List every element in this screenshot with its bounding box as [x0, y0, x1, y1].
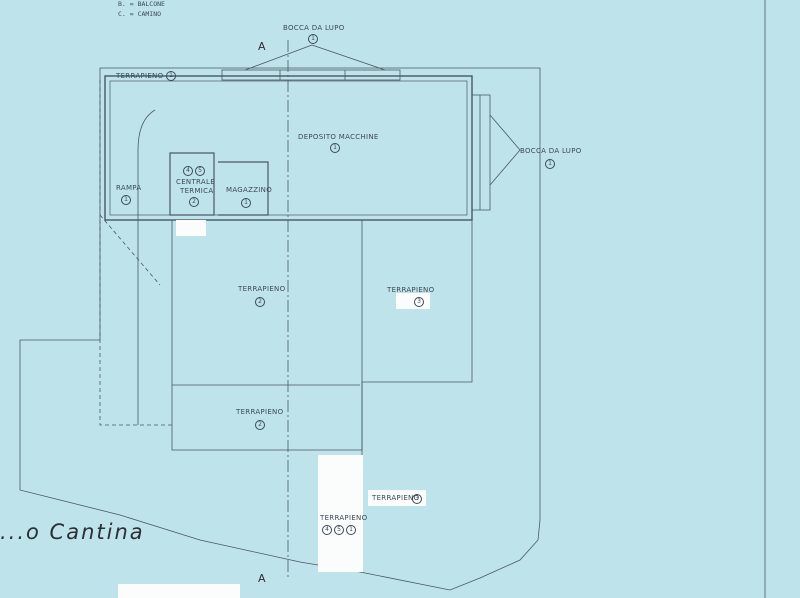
magazzino-walls — [218, 161, 269, 216]
ref-terrapieno-vert-b: 5 — [334, 525, 344, 535]
label-deposito: DEPOSITO MACCHINE — [298, 133, 379, 141]
ref-rampa: 1 — [121, 195, 131, 205]
ref-bocca-top: 1 — [308, 34, 318, 44]
white-strip — [318, 455, 363, 572]
label-magazzino: MAGAZZINO — [226, 186, 273, 194]
ref-magazzino: 1 — [241, 198, 251, 208]
white-patch-small — [176, 220, 206, 236]
bocca-lupo-right-bay — [471, 94, 491, 211]
ref-centrale-a: 4 — [183, 166, 193, 176]
label-rampa: RAMPA — [116, 184, 142, 192]
ref-terrapieno-lower: 2 — [255, 420, 265, 430]
label-terrapieno-vertical: TERRAPIENO — [320, 514, 368, 522]
label-terrapieno-strip: TERRAPIENO — [372, 494, 420, 502]
legend-balcone: B. = BALCONE — [118, 0, 165, 8]
section-marker-bottom: A — [258, 572, 266, 585]
ref-terrapieno-right: 3 — [414, 297, 424, 307]
ref-bocca-right: 1 — [545, 159, 555, 169]
legend-camino: C. = CAMINO — [118, 10, 162, 18]
ref-terrapieno-strip: 3 — [412, 494, 422, 504]
section-marker-top: A — [258, 40, 266, 53]
bocca-lupo-top-bay — [221, 69, 401, 81]
ref-terrapieno-left: 2 — [255, 297, 265, 307]
ref-deposito: 1 — [330, 143, 340, 153]
label-terrapieno-top: TERRAPIENO — [116, 72, 164, 80]
site-boundary — [19, 67, 541, 591]
terrapieno-grid — [171, 219, 473, 451]
ref-centrale-b: 5 — [195, 166, 205, 176]
ref-centrale-c: 2 — [189, 197, 199, 207]
deposito-walls-inner — [109, 80, 468, 216]
ref-terrapieno-vert-a: 4 — [322, 525, 332, 535]
label-bocca-right: BOCCA DA LUPO — [520, 147, 582, 155]
label-terrapieno-right: TERRAPIENO — [387, 286, 435, 294]
deposito-walls-outer — [104, 75, 473, 221]
label-bocca-top: BOCCA DA LUPO — [283, 24, 345, 32]
label-termica: TERMICA — [180, 187, 214, 195]
centrale-termica-walls — [169, 152, 215, 216]
white-patch-ref — [396, 293, 430, 309]
white-patch-bottom — [118, 584, 240, 598]
rampa-curve — [137, 109, 156, 425]
label-terrapieno-left: TERRAPIENO — [238, 285, 286, 293]
label-centrale: CENTRALE — [176, 178, 215, 186]
label-terrapieno-lower: TERRAPIENO — [236, 408, 284, 416]
ref-terrapieno-top: 1 — [166, 71, 176, 81]
white-patch-strip — [368, 490, 426, 506]
ref-terrapieno-vert-c: 1 — [346, 525, 356, 535]
sheet-title: ...o Cantina — [0, 520, 145, 544]
